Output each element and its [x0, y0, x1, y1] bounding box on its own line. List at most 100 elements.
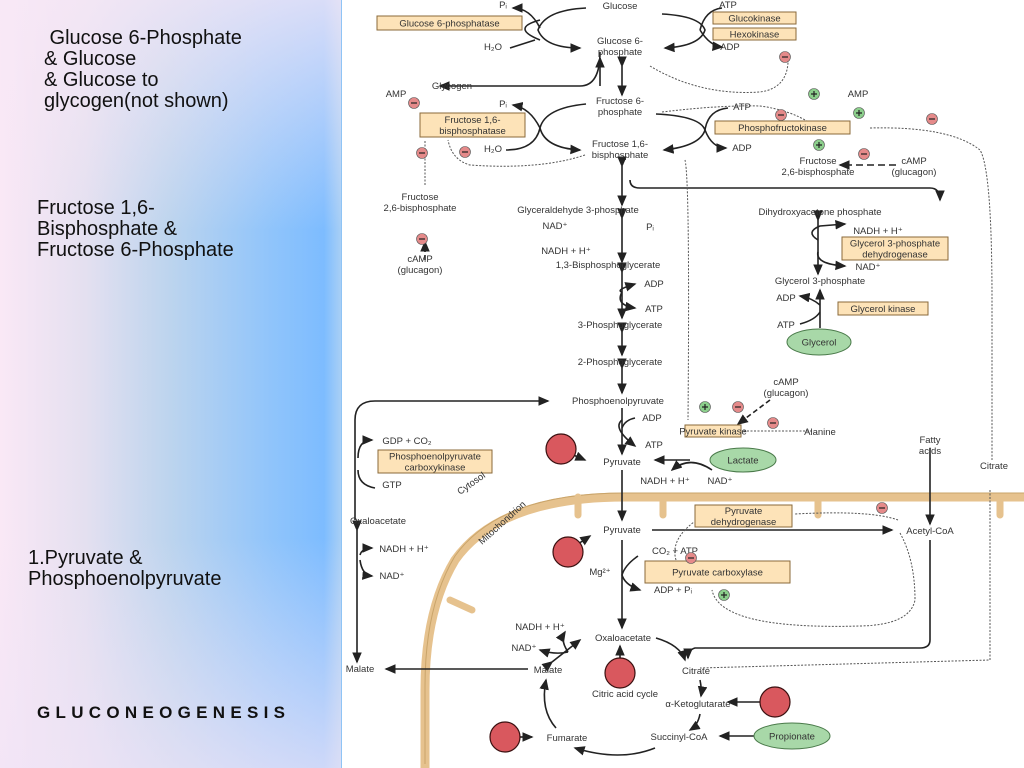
label-nad-g3p-line: NAD⁺ — [855, 262, 880, 273]
label-adp-gk: ADP — [776, 293, 796, 304]
enzyme-box — [714, 120, 851, 135]
label-dhap: Dihydroxyacetone phosphate — [758, 207, 881, 218]
enzyme-box — [684, 424, 742, 438]
label-f16bp: Fructose 1,6-bisphosphate — [592, 139, 649, 161]
label-pi-top-line: Pᵢ — [499, 0, 507, 11]
label-nadh-gap-line: NADH + H⁺ — [541, 246, 591, 257]
inhibition-icon — [685, 552, 697, 564]
substrate-label-propionate: Propionate — [769, 732, 815, 743]
label-oaa-cyt: Oxaloacetate — [350, 516, 406, 527]
note-line: Phosphoenolpyruvate — [28, 568, 222, 590]
label-f6p: Fructose 6-phosphate — [596, 96, 644, 118]
label-akg-line: α-Ketoglutarate — [665, 699, 730, 710]
label-oaa-mito: Oxaloacetate — [595, 633, 651, 644]
label-fumarate: Fumarate — [547, 733, 588, 744]
enzyme-label-line: Glycerol kinase — [851, 304, 916, 315]
inhibition-icon — [767, 417, 779, 429]
enzyme-label-line: Phosphoenolpyruvate — [389, 452, 481, 463]
mitochondrion-label: Mitochondrion — [477, 499, 529, 547]
label-glucose-line: Glucose — [603, 1, 638, 12]
enzyme-box — [376, 15, 523, 31]
label-nad-ldh: NAD⁺ — [707, 476, 732, 487]
label-malate-mito-line: Malate — [534, 665, 563, 676]
label-nadh-mdh-line: NADH + H⁺ — [515, 622, 565, 633]
enzyme-box — [712, 27, 797, 41]
label-camp-right-line: cAMP — [901, 156, 926, 167]
inhibition-icon — [408, 97, 420, 109]
label-nad-mdh-cyt: NAD⁺ — [379, 571, 404, 582]
label-g6p: Glucose 6-phosphate — [597, 36, 643, 58]
enzyme-label-line: dehydrogenase — [711, 517, 777, 528]
label-pi-mid: Pᵢ — [499, 99, 507, 110]
label-alanine-line: Alanine — [804, 427, 836, 438]
label-atp-pk: ATP — [645, 440, 663, 451]
enzyme-label-line: dehydrogenase — [862, 250, 928, 261]
label-citrate-right-line: Citrate — [980, 461, 1008, 472]
label-nadh-g3p-line: NADH + H⁺ — [853, 226, 903, 237]
enzyme-pfk: Phosphofructokinase — [714, 120, 851, 135]
note-fructose: Fructose 1,6-Bisphosphate &Fructose 6-Ph… — [37, 198, 234, 261]
label-nadh-g3p: NADH + H⁺ — [853, 226, 903, 237]
label-pg2: 2-Phosphoglycerate — [578, 357, 663, 368]
label-dhap-line: Dihydroxyacetone phosphate — [758, 207, 881, 218]
label-atp-pfk-line: ATP — [733, 102, 751, 113]
label-amp-left-line: AMP — [386, 89, 407, 100]
note-line: Bisphosphate & — [37, 218, 178, 240]
enzyme-pyruvate-carboxylase: Pyruvate carboxylase — [644, 560, 791, 584]
label-alanine: Alanine — [804, 427, 836, 438]
enzyme-box — [694, 504, 793, 528]
enzyme-fbpase: Fructose 1,6-bisphosphatase — [419, 112, 526, 138]
label-acetyl-coa: Acetyl-CoA — [906, 526, 954, 537]
label-malate-mito: Malate — [534, 665, 563, 676]
label-pi-top: Pᵢ — [499, 0, 507, 11]
substrate-label-glycerol: Glycerol — [802, 338, 837, 349]
label-pyruvate-mito: Pyruvate — [603, 525, 641, 536]
label-atp-top-line: ATP — [719, 0, 737, 11]
enzyme-label-line: Pyruvate kinase — [679, 427, 747, 438]
label-gtp: GTP — [382, 480, 402, 491]
inhibition-icon — [416, 147, 428, 159]
label-h2o-top: H₂O — [484, 42, 502, 53]
label-camp-left-line: cAMP — [407, 254, 432, 265]
enzyme-box — [837, 301, 929, 316]
label-adp-gk-line: ADP — [776, 293, 796, 304]
label-h2o-mid: H₂O — [484, 144, 502, 155]
enzyme-label: Glucose 6-phosphatase — [399, 19, 499, 30]
enzyme-g6pase: Glucose 6-phosphatase — [376, 15, 523, 31]
substrate-oval-lactate — [709, 447, 777, 473]
label-adp-pgk: ADP — [644, 279, 664, 290]
label-nadh-mdh-cyt-line: NADH + H⁺ — [379, 544, 429, 555]
label-atp-pgk-line: ATP — [645, 304, 663, 315]
label-akg: α-Ketoglutarate — [665, 699, 730, 710]
label-nadh-mdh: NADH + H⁺ — [515, 622, 565, 633]
label-adp-top: ADP — [720, 42, 740, 53]
label-h2o-mid-line: H₂O — [484, 144, 502, 155]
label-nad-mdh-cyt-line: NAD⁺ — [379, 571, 404, 582]
inhibition-icon — [858, 148, 870, 160]
label-nad-gap: NAD⁺ — [542, 221, 567, 232]
label-gdp-co2-line: GDP + CO₂ — [382, 436, 431, 447]
label-h2o-top-line: H₂O — [484, 42, 502, 53]
enzyme-label: Pyruvate carboxylase — [672, 568, 763, 579]
enzyme-label: Glycerol kinase — [851, 304, 916, 315]
label-fumarate-line: Fumarate — [547, 733, 588, 744]
enzyme-label: Pyruvate kinase — [679, 427, 747, 438]
substrate-label-lactate: Lactate — [727, 456, 758, 467]
label-citrate-right: Citrate — [980, 461, 1008, 472]
enzyme-label-line: Phosphofructokinase — [738, 123, 827, 134]
pathway-arrows — [352, 3, 945, 756]
label-gdp-co2: GDP + CO₂ — [382, 436, 431, 447]
label-camp-left-line: (glucagon) — [398, 265, 443, 276]
label-glycogen: Glycogen — [432, 81, 472, 92]
amino-acid-source-circle — [552, 536, 584, 568]
label-pyruvate-cyt: Pyruvate — [603, 457, 641, 468]
label-f26bp-left-line: Fructose — [402, 192, 439, 203]
enzyme-label-line: Hexokinase — [730, 30, 780, 41]
label-amp-right: AMP — [848, 89, 869, 100]
label-co2-atp-line: CO₂ + ATP — [652, 546, 698, 557]
label-nad-g3p: NAD⁺ — [855, 262, 880, 273]
label-amp-right-line: AMP — [848, 89, 869, 100]
label-adp-pk: ADP — [642, 413, 662, 424]
